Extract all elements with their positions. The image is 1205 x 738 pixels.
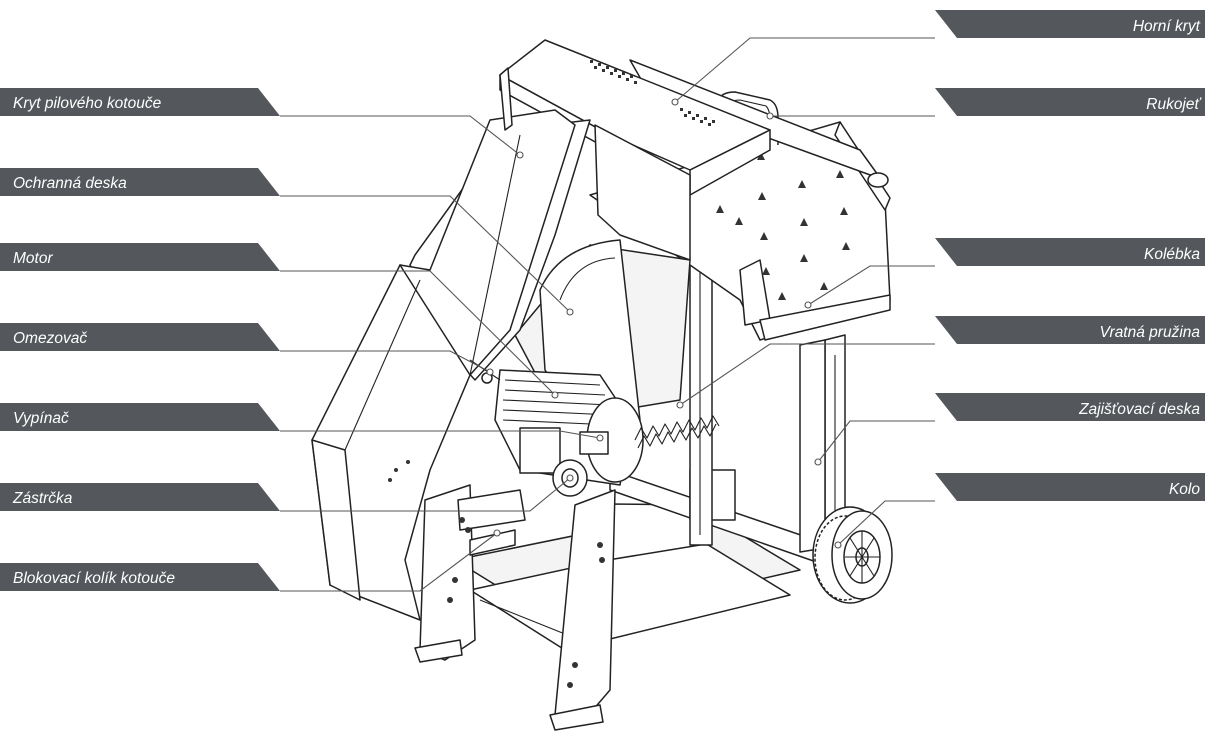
wheel-graphic	[812, 506, 893, 604]
label-plug: Zástrčka	[12, 490, 73, 507]
label-top-cover: Horní kryt	[1133, 18, 1201, 35]
callout-top-cover: Horní kryt	[671, 10, 1205, 106]
callout-return-spring: Vratná pružina	[676, 316, 1205, 409]
callout-protective-plate: Ochranná deska	[0, 168, 574, 316]
legs	[414, 484, 616, 731]
callout-cradle: Kolébka	[804, 238, 1205, 309]
blade-guard-graphic	[311, 67, 591, 621]
label-limiter: Omezovač	[13, 330, 87, 347]
callout-handle: Rukojeť	[766, 88, 1205, 120]
callout-locking-plate: Zajišťovací deska	[814, 393, 1205, 466]
label-cradle: Kolébka	[1144, 246, 1200, 263]
circular-saw-illustration	[311, 39, 893, 731]
label-protective-plate: Ochranná deska	[13, 175, 127, 192]
callout-switch: Vypínač	[0, 403, 604, 442]
callout-wheel: Kolo	[834, 473, 1205, 549]
label-wheel: Kolo	[1169, 481, 1200, 498]
callout-blade-guard: Kryt pilového kotouče	[0, 88, 524, 159]
label-blade-lock-pin: Blokovací kolík kotouče	[13, 570, 175, 587]
motor-graphic	[469, 359, 644, 497]
return-spring-graphic	[634, 415, 720, 449]
label-switch: Vypínač	[13, 410, 69, 427]
label-motor: Motor	[13, 250, 53, 267]
label-handle: Rukojeť	[1146, 96, 1202, 113]
callout-blade-lock-pin: Blokovací kolík kotouče	[0, 529, 501, 592]
rear-frame-upright	[689, 249, 846, 553]
callout-limiter: Omezovač	[0, 323, 494, 376]
label-return-spring: Vratná pružina	[1099, 324, 1200, 341]
label-locking-plate: Zajišťovací deska	[1078, 401, 1200, 418]
label-blade-guard: Kryt pilového kotouče	[13, 95, 162, 112]
callout-motor: Motor	[0, 243, 559, 399]
callout-plug: Zástrčka	[0, 474, 574, 512]
